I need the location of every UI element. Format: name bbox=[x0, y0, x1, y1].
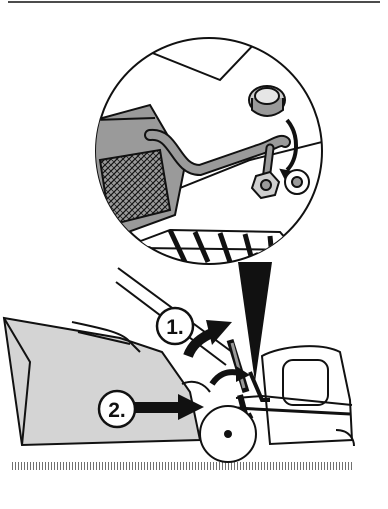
wheel bbox=[200, 406, 256, 462]
hatched-base-line bbox=[10, 462, 352, 470]
magnified-detail-circle bbox=[95, 38, 330, 264]
step-2-callout: 2. bbox=[99, 391, 135, 427]
step-2-label: 2. bbox=[108, 399, 126, 422]
arrow-curved-up bbox=[188, 320, 250, 384]
step-1-label: 1. bbox=[166, 316, 184, 339]
step-1-callout: 1. bbox=[157, 308, 193, 344]
